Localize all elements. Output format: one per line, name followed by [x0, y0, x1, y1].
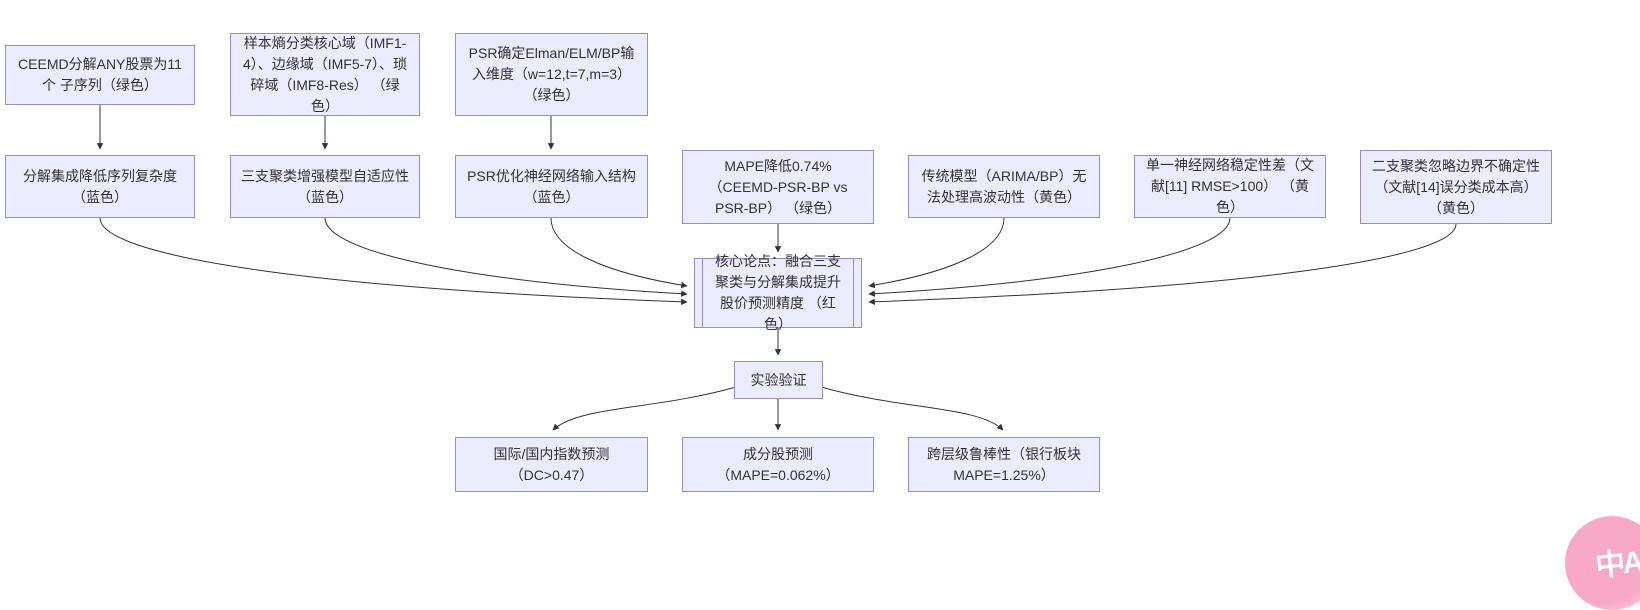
node-index-prediction: 国际/国内指数预测 （DC>0.47） [455, 437, 648, 492]
node-constituent-stock-prediction: 成分股预测 （MAPE=0.062%） [682, 437, 874, 492]
node-psr-dimension: PSR确定Elman/ELM/BP输入维度（w=12,t=7,m=3） （绿色） [455, 33, 648, 116]
node-core-thesis: 核心论点：融合三支聚类与分解集成提升股价预测精度 （红色） [694, 253, 862, 332]
node-single-nn-instability: 单一神经网络稳定性差（文献[11] RMSE>100） （黄色） [1134, 155, 1326, 218]
node-mape-reduction: MAPE降低0.74%（CEEMD-PSR-BP vs PSR-BP） （绿色） [682, 150, 874, 224]
node-three-way-adaptivity: 三支聚类增强模型自适应性 （蓝色） [230, 155, 420, 218]
translate-icon: 中A [1593, 545, 1640, 584]
node-cross-level-robustness: 跨层级鲁棒性（银行板块 MAPE=1.25%） [908, 437, 1100, 492]
node-decompose-complexity: 分解集成降低序列复杂度 （蓝色） [5, 155, 195, 218]
translate-button[interactable]: 中A [1565, 516, 1640, 610]
flowchart-canvas: CEEMD分解ANY股票为11个 子序列（绿色） 样本熵分类核心域（IMF1-4… [5, 33, 1640, 610]
node-two-way-boundary: 二支聚类忽略边界不确定性 （文献[14]误分类成本高） （黄色） [1360, 150, 1552, 224]
node-traditional-model-limit: 传统模型（ARIMA/BP）无法处理高波动性（黄色） [908, 155, 1100, 218]
node-sample-entropy: 样本熵分类核心域（IMF1-4）、边缘域（IMF5-7）、琐碎域（IMF8-Re… [230, 33, 420, 116]
node-ceemd-decompose: CEEMD分解ANY股票为11个 子序列（绿色） [5, 45, 195, 105]
node-psr-input-structure: PSR优化神经网络输入结构 （蓝色） [455, 155, 648, 218]
node-experiment-verification: 实验验证 [734, 361, 823, 399]
